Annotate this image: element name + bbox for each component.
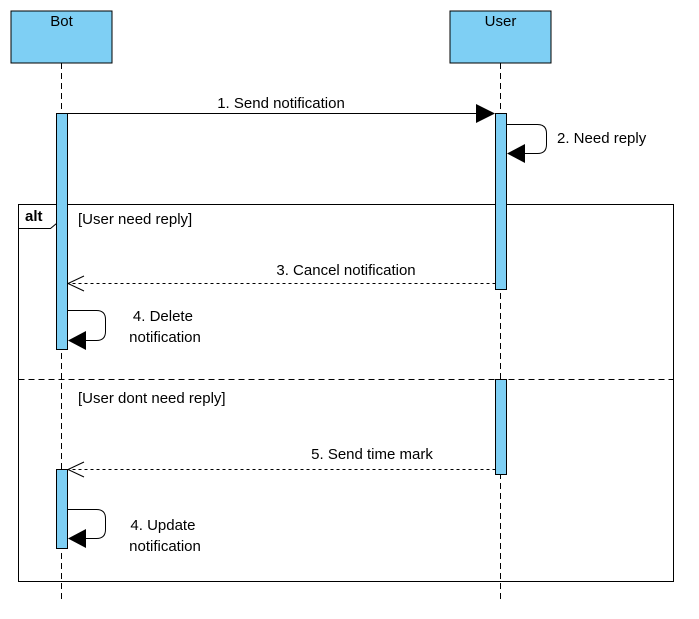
participant-bot-box: [10, 10, 113, 64]
activation-user-2: [495, 379, 507, 475]
message-send-notification-label: 1. Send notification: [217, 95, 345, 112]
message-delete-notification: 4. Delete notification: [67, 308, 201, 350]
participant-user: User: [449, 10, 552, 64]
participant-bot: Bot: [10, 10, 113, 64]
arrowhead-filled-icon: [476, 104, 495, 123]
message-cancel-notification-label: 3. Cancel notification: [276, 262, 415, 279]
participant-user-box: [449, 10, 552, 64]
alt-operator-label: alt: [25, 208, 43, 225]
message-update-notification-loop: [67, 509, 106, 539]
activation-user-1: [495, 113, 507, 290]
message-need-reply-label: 2. Need reply: [557, 130, 647, 147]
participant-bot-label: Bot: [50, 13, 73, 30]
message-delete-notification-line2: notification: [129, 329, 201, 346]
message-update-notification-line2: notification: [129, 538, 201, 555]
message-send-notification: 1. Send notification: [67, 95, 495, 123]
message-send-time-mark: 5. Send time mark: [66, 446, 496, 478]
message-delete-notification-label: 4. Delete notification: [129, 308, 201, 346]
message-need-reply-loop: [506, 124, 547, 154]
activation-bot-2: [56, 469, 68, 549]
arrowhead-open-icon: [66, 461, 85, 478]
arrowhead-filled-icon: [68, 331, 86, 350]
participant-user-label: User: [485, 13, 517, 30]
message-delete-notification-loop: [67, 310, 106, 341]
message-update-notification-label: 4. Update notification: [129, 517, 201, 555]
message-delete-notification-line1: 4. Delete: [133, 308, 193, 325]
message-need-reply: 2. Need reply: [506, 124, 647, 163]
arrowhead-filled-icon: [507, 144, 525, 163]
alt-fragment-frame: [18, 204, 674, 582]
message-update-notification-line1: 4. Update: [130, 517, 195, 534]
message-update-notification: 4. Update notification: [67, 509, 201, 555]
arrowhead-filled-icon: [68, 529, 86, 548]
alt-guard-2: [User dont need reply]: [78, 390, 226, 407]
alt-fragment: alt [User need reply] [User dont need re…: [18, 204, 674, 582]
alt-guard-1: [User need reply]: [78, 211, 192, 228]
message-cancel-notification: 3. Cancel notification: [66, 262, 496, 292]
message-send-time-mark-label: 5. Send time mark: [311, 446, 433, 463]
arrowhead-open-icon: [66, 275, 85, 292]
activation-bot-1: [56, 113, 68, 350]
